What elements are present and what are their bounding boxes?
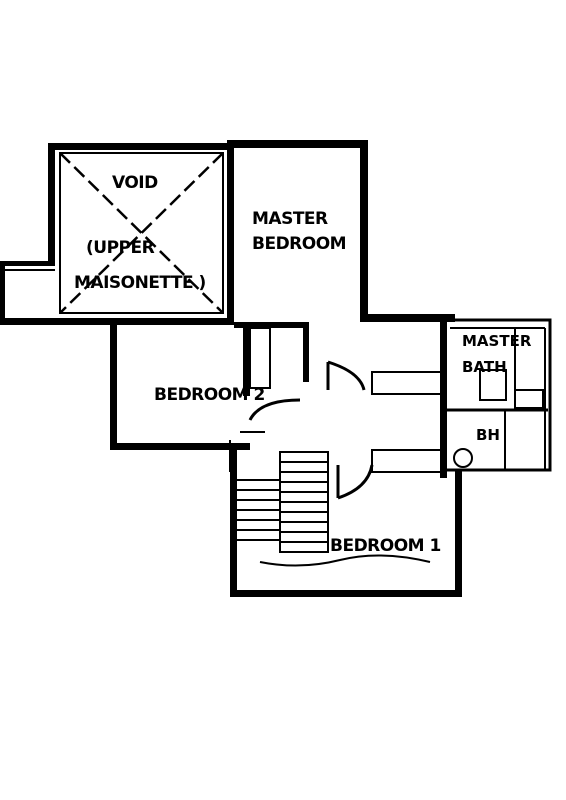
master-bath-label-line-1: MASTER — [462, 332, 532, 350]
master-bedroom-label-line-1: MASTER — [252, 209, 328, 229]
master-bedroom-walls — [227, 140, 455, 389]
bedroom-1-label: BEDROOM 1 — [330, 536, 441, 556]
master-bath-label-line-2: BATH — [462, 358, 507, 376]
bathroom-label: BH — [476, 426, 500, 444]
bath-block — [440, 318, 552, 478]
bedroom-2-label: BEDROOM 2 — [154, 385, 265, 405]
staircase — [230, 445, 462, 597]
void-area — [0, 143, 234, 325]
void-label: VOID — [112, 173, 158, 193]
void-note-line-1: (UPPER — [86, 238, 155, 258]
hall-doors — [229, 360, 445, 500]
master-bedroom-label-line-2: BEDROOM — [252, 234, 346, 254]
bedroom-2-walls — [110, 325, 250, 450]
void-note-line-2: MAISONETTE ) — [74, 273, 206, 293]
